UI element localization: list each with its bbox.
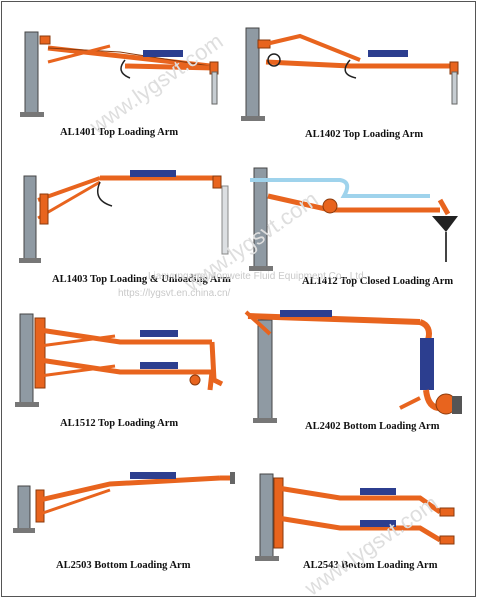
diagram-al1512 [15,313,224,407]
diagram-al1401 [20,31,219,117]
caption-al2503: AL2503 Bottom Loading Arm [56,560,191,571]
caption-al1512: AL1512 Top Loading Arm [60,418,179,429]
vertical-pipe [420,338,434,390]
closed-vapor-pipe [250,178,430,198]
drop-pipe [451,71,458,105]
support-post [257,319,273,421]
support-post [23,175,37,261]
caption-al1412: AL1412 Top Closed Loading Arm [302,276,454,287]
inner-arm [265,33,361,62]
inner-arm [247,313,421,325]
caption-al2402: AL2402 Bottom Loading Arm [305,421,440,432]
support-post [17,485,31,531]
balance-cylinder [368,50,408,57]
outer-arm [124,63,216,71]
outer-arm [39,475,221,503]
watermark-url: https://lygsvt.en.china.cn/ [118,288,231,299]
caption-al1402: AL1402 Top Loading Arm [305,129,424,140]
diagram-al2543 [255,473,455,561]
upper-arm [39,327,212,345]
drop-pipe [211,71,218,105]
balance-cylinder [143,50,183,57]
support-post [19,313,34,405]
watermark-company: Lianyungang Monweite Fluid Equipment Co.… [148,271,367,282]
upper-arm [277,485,442,515]
support-post [24,31,39,115]
balance-cylinder [360,488,396,495]
support-post [245,27,260,119]
diagram-al2503 [13,472,235,533]
balance-cylinder [140,330,178,337]
diagram-al1412 [249,167,458,271]
drop-pipe [221,185,229,255]
support-post [259,473,274,559]
balance-cylinder [130,472,176,479]
hose [120,59,131,79]
cone-seal [432,216,458,232]
diagram-al2402 [244,310,462,423]
lower-arm [39,357,212,375]
caption-al1403: AL1403 Top Loading & Unloading Arm [52,274,231,285]
caption-al1401: AL1401 Top Loading Arm [60,127,179,138]
balance-cylinder [130,170,176,177]
outer-arm [265,59,455,69]
diagram-al1402 [241,27,459,121]
post-base [20,112,44,117]
caption-al2543: AL2543 Bottom Loading Arm [303,560,438,571]
lower-arm [277,515,442,543]
balance-cylinder [280,310,332,317]
inner-arm [47,45,211,69]
diagram-al1403 [19,170,229,263]
